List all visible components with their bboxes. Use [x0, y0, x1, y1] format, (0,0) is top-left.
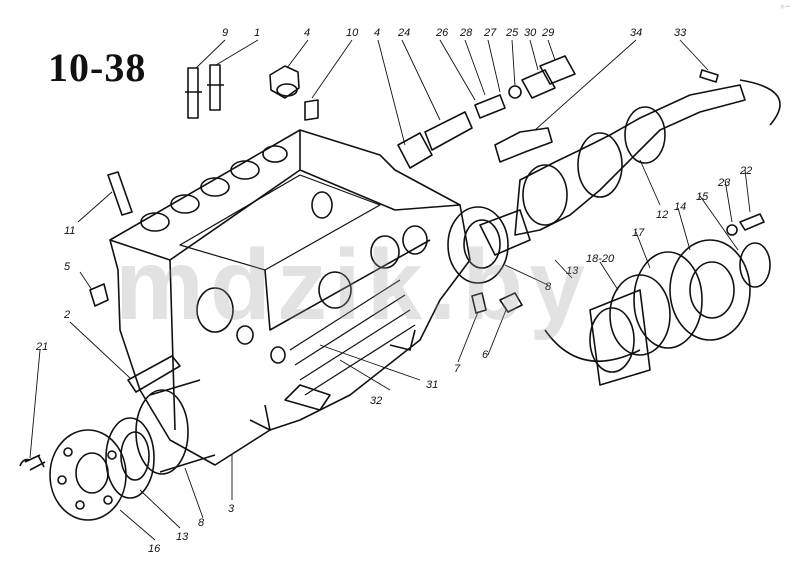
corner-mark: Ⓡ ⁿⁿⁿ	[780, 4, 791, 9]
callout-label: 1	[254, 27, 260, 39]
crank-gear	[447, 206, 509, 284]
callout-label: 17	[632, 227, 645, 239]
callout-label: 15	[696, 191, 709, 203]
callout-label: 4	[304, 27, 310, 39]
stud-11	[107, 171, 133, 216]
callout-label: 13	[176, 531, 189, 543]
callout-label: 5	[64, 261, 71, 273]
callout-label: 11	[64, 225, 75, 237]
front-flange	[49, 429, 127, 521]
callout-label: 14	[674, 201, 686, 213]
key-33	[699, 69, 719, 83]
stud-2	[127, 355, 181, 393]
watermark: mdzik.by	[115, 229, 591, 341]
crankshaft	[479, 79, 781, 256]
callout-label: 16	[148, 543, 161, 555]
callout-label: 25	[505, 27, 519, 39]
washer-23	[726, 224, 738, 236]
callout-label: 26	[435, 27, 449, 39]
callout-label: 30	[524, 27, 537, 39]
nut-6	[499, 292, 523, 313]
seal-15	[739, 242, 771, 288]
callout-label: 23	[717, 177, 731, 189]
callout-label: 28	[459, 27, 473, 39]
callout-label: 31	[426, 379, 438, 391]
callout-label: 33	[674, 27, 687, 39]
callout-label: 10	[346, 27, 359, 39]
studs	[185, 64, 224, 119]
rear-housing	[544, 239, 751, 386]
callout-label: 3	[228, 503, 235, 515]
callout-label: 2	[63, 309, 70, 321]
callout-label: 12	[656, 209, 668, 221]
callout-label: 8	[545, 281, 552, 293]
callout-label: 4	[374, 27, 380, 39]
callout-label: 29	[541, 27, 554, 39]
engine-block	[109, 129, 471, 466]
nut-4	[269, 65, 300, 99]
bolt-22	[739, 213, 765, 231]
oil-fittings	[397, 55, 576, 169]
callout-label: 6	[482, 349, 489, 361]
callout-label: 34	[630, 27, 642, 39]
callout-label: 27	[483, 27, 497, 39]
plug-5	[89, 283, 109, 307]
pin-10	[304, 99, 319, 121]
front-ring	[135, 379, 216, 475]
leader-lines	[29, 39, 751, 541]
callout-label: 7	[454, 363, 461, 375]
callout-label: 13	[566, 265, 579, 277]
callout-label: 8	[198, 517, 205, 529]
callout-label: 21	[35, 341, 48, 353]
pin-7	[471, 292, 487, 314]
callout-label: 32	[370, 395, 382, 407]
figure-title: 10-38	[48, 45, 147, 90]
callout-label: 24	[397, 27, 410, 39]
front-bearing	[105, 417, 155, 499]
callout-label: 22	[739, 165, 752, 177]
bolt-21	[19, 454, 46, 471]
callout-label: 9	[222, 27, 228, 39]
callout-label: 18-20	[586, 253, 615, 265]
